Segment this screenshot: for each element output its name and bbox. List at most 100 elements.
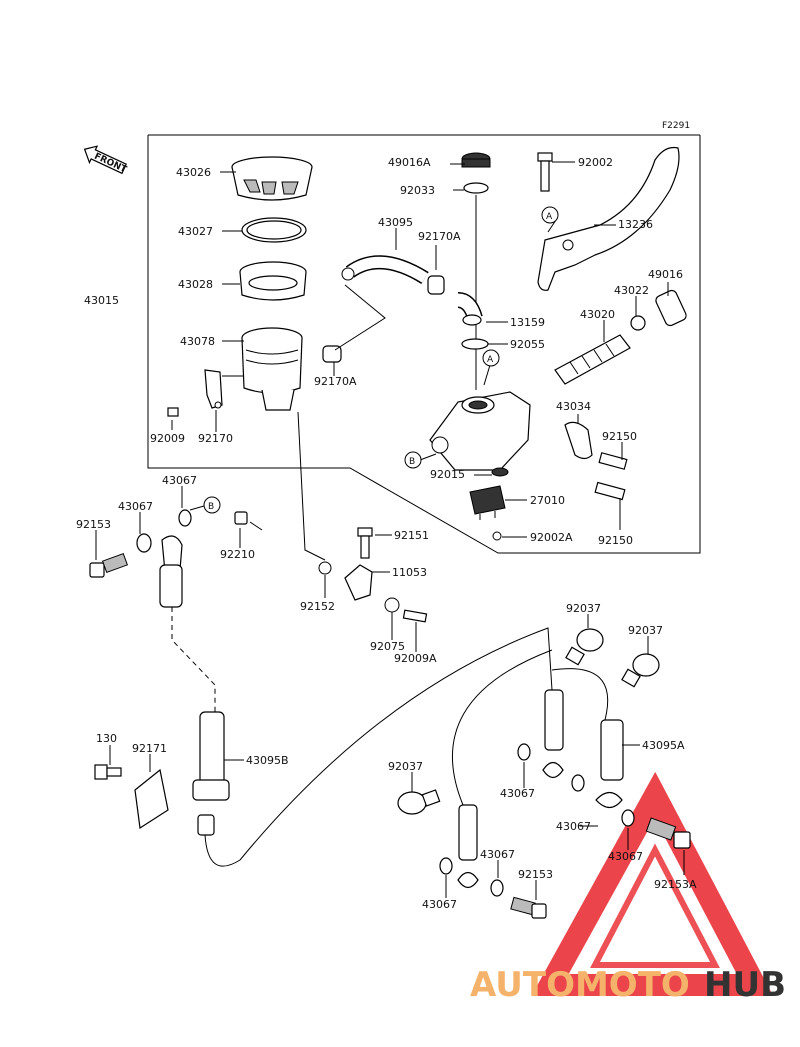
label-92152: 92152 xyxy=(300,600,335,613)
label-43095B: 43095B xyxy=(246,754,289,767)
reservoir-hose xyxy=(341,255,429,285)
diaphragm xyxy=(239,261,307,301)
watermark-brand-b: HUB xyxy=(704,965,786,1005)
screw-92009A xyxy=(402,609,428,623)
label-92037-c: 92037 xyxy=(388,760,423,773)
o-ring-92055 xyxy=(461,338,489,350)
washer-43067-b xyxy=(178,509,192,527)
assembly-frame xyxy=(147,134,701,554)
label-92153A: 92153A xyxy=(654,878,697,891)
label-43067-d: 43067 xyxy=(556,820,591,833)
label-49016A: 49016A xyxy=(388,156,431,169)
label-43095A: 43095A xyxy=(642,739,685,752)
label-43026: 43026 xyxy=(176,166,211,179)
label-92150-lower: 92150 xyxy=(598,534,633,547)
brake-hose-43095A xyxy=(595,719,624,809)
circlip-43022 xyxy=(630,315,646,331)
ref-marker-a-body: A xyxy=(482,349,500,367)
pivot-bolt-92002 xyxy=(537,152,553,192)
brake-hose-upper xyxy=(159,535,183,608)
bleeder-92210 xyxy=(234,511,248,525)
label-43067-b: 43067 xyxy=(118,500,153,513)
grommet-49016A xyxy=(461,152,491,168)
label-43067-g: 43067 xyxy=(422,898,457,911)
watermark-text: AUTOMOTO HUB xyxy=(470,965,786,1005)
label-92151: 92151 xyxy=(394,529,429,542)
label-43034: 43034 xyxy=(556,400,591,413)
label-27010: 27010 xyxy=(530,494,565,507)
label-92150-upper: 92150 xyxy=(602,430,637,443)
washer-92075 xyxy=(384,597,400,613)
bracket-11053 xyxy=(344,564,373,601)
label-43067-e: 43067 xyxy=(608,850,643,863)
hose-clamp-a xyxy=(427,275,445,295)
hose-clamp-b xyxy=(322,345,342,363)
screw-92002A xyxy=(492,531,502,541)
reservoir-cap xyxy=(231,156,313,201)
ref-marker-a-lever: A xyxy=(541,206,559,224)
ref-marker-b-hose: B xyxy=(203,496,221,514)
reservoir-body xyxy=(241,327,303,411)
cap-92015 xyxy=(491,467,509,477)
hose-guide-92171 xyxy=(134,768,169,830)
label-43067-f: 43067 xyxy=(480,848,515,861)
label-13236: 13236 xyxy=(618,218,653,231)
banjo-fitting-92037-c xyxy=(397,789,441,815)
bolt-92151 xyxy=(357,527,373,559)
label-43020: 43020 xyxy=(580,308,615,321)
hose-fitting-13159 xyxy=(457,292,483,326)
label-43022: 43022 xyxy=(614,284,649,297)
figure-code: F2291 xyxy=(662,121,690,131)
banjo-fitting-92037-a xyxy=(565,628,604,666)
label-11053: 11053 xyxy=(392,566,427,579)
label-13159: 13159 xyxy=(510,316,545,329)
washer-43067-f xyxy=(439,857,453,875)
banjo-bolt-92153 xyxy=(89,552,129,578)
label-92170: 92170 xyxy=(198,432,233,445)
screw-92009 xyxy=(167,407,179,417)
front-arrow-icon: FRONT xyxy=(83,145,129,176)
front-label: FRONT xyxy=(93,152,129,176)
svg-text:B: B xyxy=(208,502,214,512)
piston-assembly-43020 xyxy=(554,334,631,385)
part-labels: 43026 43027 43028 43015 43078 92009 9217… xyxy=(76,156,697,911)
svg-text:B: B xyxy=(409,457,415,467)
hose-segment-lower xyxy=(457,804,479,889)
diaphragm-plate xyxy=(241,217,307,243)
label-92075: 92075 xyxy=(370,640,405,653)
master-cylinder-body xyxy=(429,391,531,471)
label-43015: 43015 xyxy=(84,294,119,307)
label-130: 130 xyxy=(96,732,117,745)
label-92170A-lower: 92170A xyxy=(314,375,357,388)
reservoir-bracket xyxy=(204,369,223,409)
label-92037-a: 92037 xyxy=(566,602,601,615)
brake-switch-27010 xyxy=(469,485,506,520)
label-92153-upper: 92153 xyxy=(76,518,111,531)
washer-43067-c xyxy=(517,743,531,761)
label-43067-c: 43067 xyxy=(500,787,535,800)
label-92171: 92171 xyxy=(132,742,167,755)
clamp-bolt-a xyxy=(598,452,628,470)
label-49016: 49016 xyxy=(648,268,683,281)
label-43027: 43027 xyxy=(178,225,213,238)
washer-43067-g xyxy=(490,879,504,897)
brake-hose-43095B xyxy=(192,711,230,836)
ref-marker-b-body: B xyxy=(404,451,422,469)
bolt-130 xyxy=(94,764,122,780)
clamp-bolt-b xyxy=(594,481,626,501)
label-92033: 92033 xyxy=(400,184,435,197)
svg-text:A: A xyxy=(487,355,494,365)
washer-43067-a xyxy=(136,533,152,553)
label-92009: 92009 xyxy=(150,432,185,445)
label-92009A: 92009A xyxy=(394,652,437,665)
label-92002: 92002 xyxy=(578,156,613,169)
label-43067-a: 43067 xyxy=(162,474,197,487)
label-92037-b: 92037 xyxy=(628,624,663,637)
label-92055: 92055 xyxy=(510,338,545,351)
label-43028: 43028 xyxy=(178,278,213,291)
watermark-logo xyxy=(531,771,774,996)
brake-lever xyxy=(537,146,680,291)
label-92210: 92210 xyxy=(220,548,255,561)
label-92153-lower: 92153 xyxy=(518,868,553,881)
